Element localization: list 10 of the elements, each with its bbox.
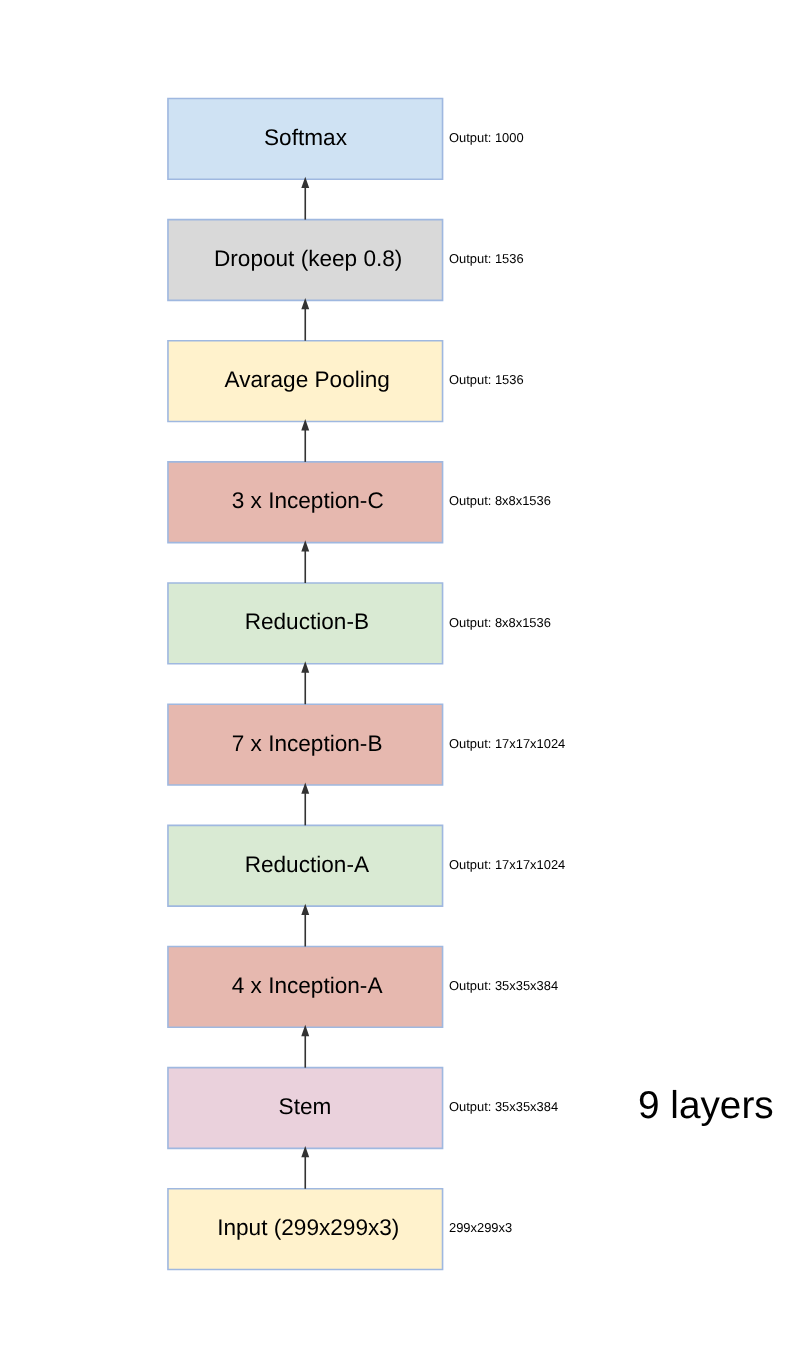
- label: 9 layers: [638, 1083, 774, 1128]
- arrow: [301, 175, 310, 220]
- arrow: [301, 539, 310, 583]
- arrow: [301, 660, 310, 704]
- arrow: [301, 296, 310, 341]
- arrow: [301, 1144, 310, 1189]
- arrow: [301, 781, 310, 826]
- arrow: [301, 418, 310, 462]
- arrow: [301, 1023, 310, 1068]
- arrow: [301, 902, 310, 947]
